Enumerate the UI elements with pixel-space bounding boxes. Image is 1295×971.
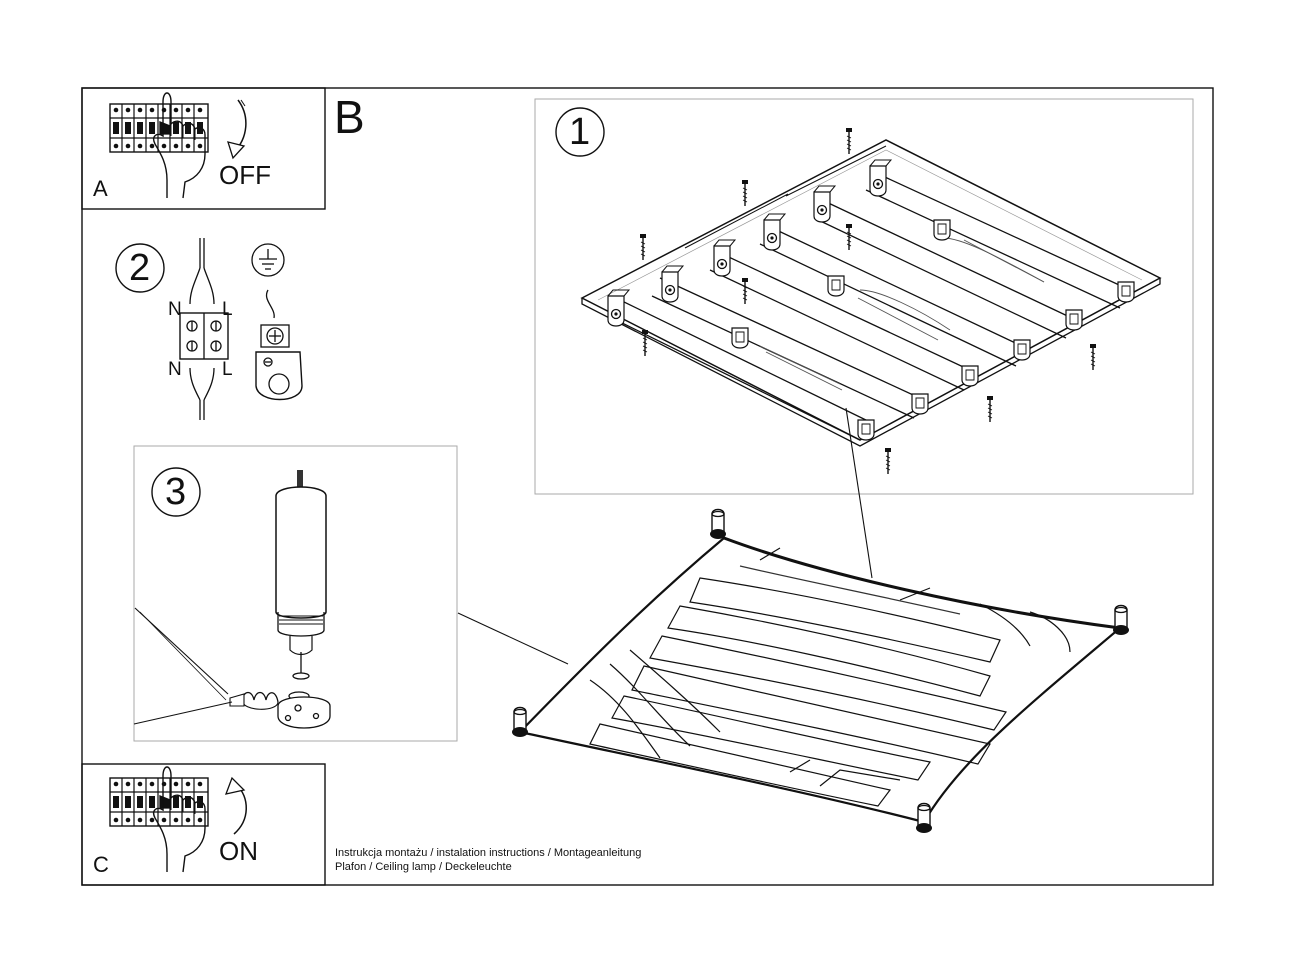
neutral-label-top: N (168, 299, 182, 320)
panel-b-letter: B (334, 91, 365, 143)
panel-c-frame (81, 763, 326, 886)
step2-circle (115, 243, 165, 293)
panel-c-letter: C (93, 852, 109, 877)
breaker-on-icon (109, 766, 247, 873)
lamp-shade-icon (517, 536, 1123, 824)
footer-line1: Instrukcja montażu / instalation instruc… (335, 847, 642, 859)
ground-icon (251, 243, 285, 277)
on-label: ON (219, 836, 258, 866)
step1-number: 1 (569, 111, 591, 153)
terminal-block-icon (179, 238, 229, 420)
tube-group (611, 171, 1131, 441)
step3-number: 3 (165, 471, 187, 513)
lamp-holder-icon (229, 470, 331, 729)
ceiling-plate-icon (580, 139, 1162, 447)
panel-a-letter: A (93, 176, 108, 201)
footer-line2: Plafon / Ceiling lamp / Deckeleuchte (335, 861, 512, 873)
step1-frame (534, 98, 1194, 495)
neutral-label-bottom: N (168, 359, 182, 380)
step3-frame (133, 445, 458, 742)
outer-frame (81, 87, 1214, 886)
live-label-top: L (222, 299, 233, 320)
step1-circle (555, 107, 605, 157)
live-label-bottom: L (222, 359, 233, 380)
step3-circle (151, 467, 201, 517)
off-label: OFF (219, 160, 271, 190)
ground-terminal-icon (255, 289, 303, 401)
step2-number: 2 (129, 247, 151, 289)
panel-a-frame (81, 87, 326, 210)
breaker-off-icon (109, 92, 247, 199)
